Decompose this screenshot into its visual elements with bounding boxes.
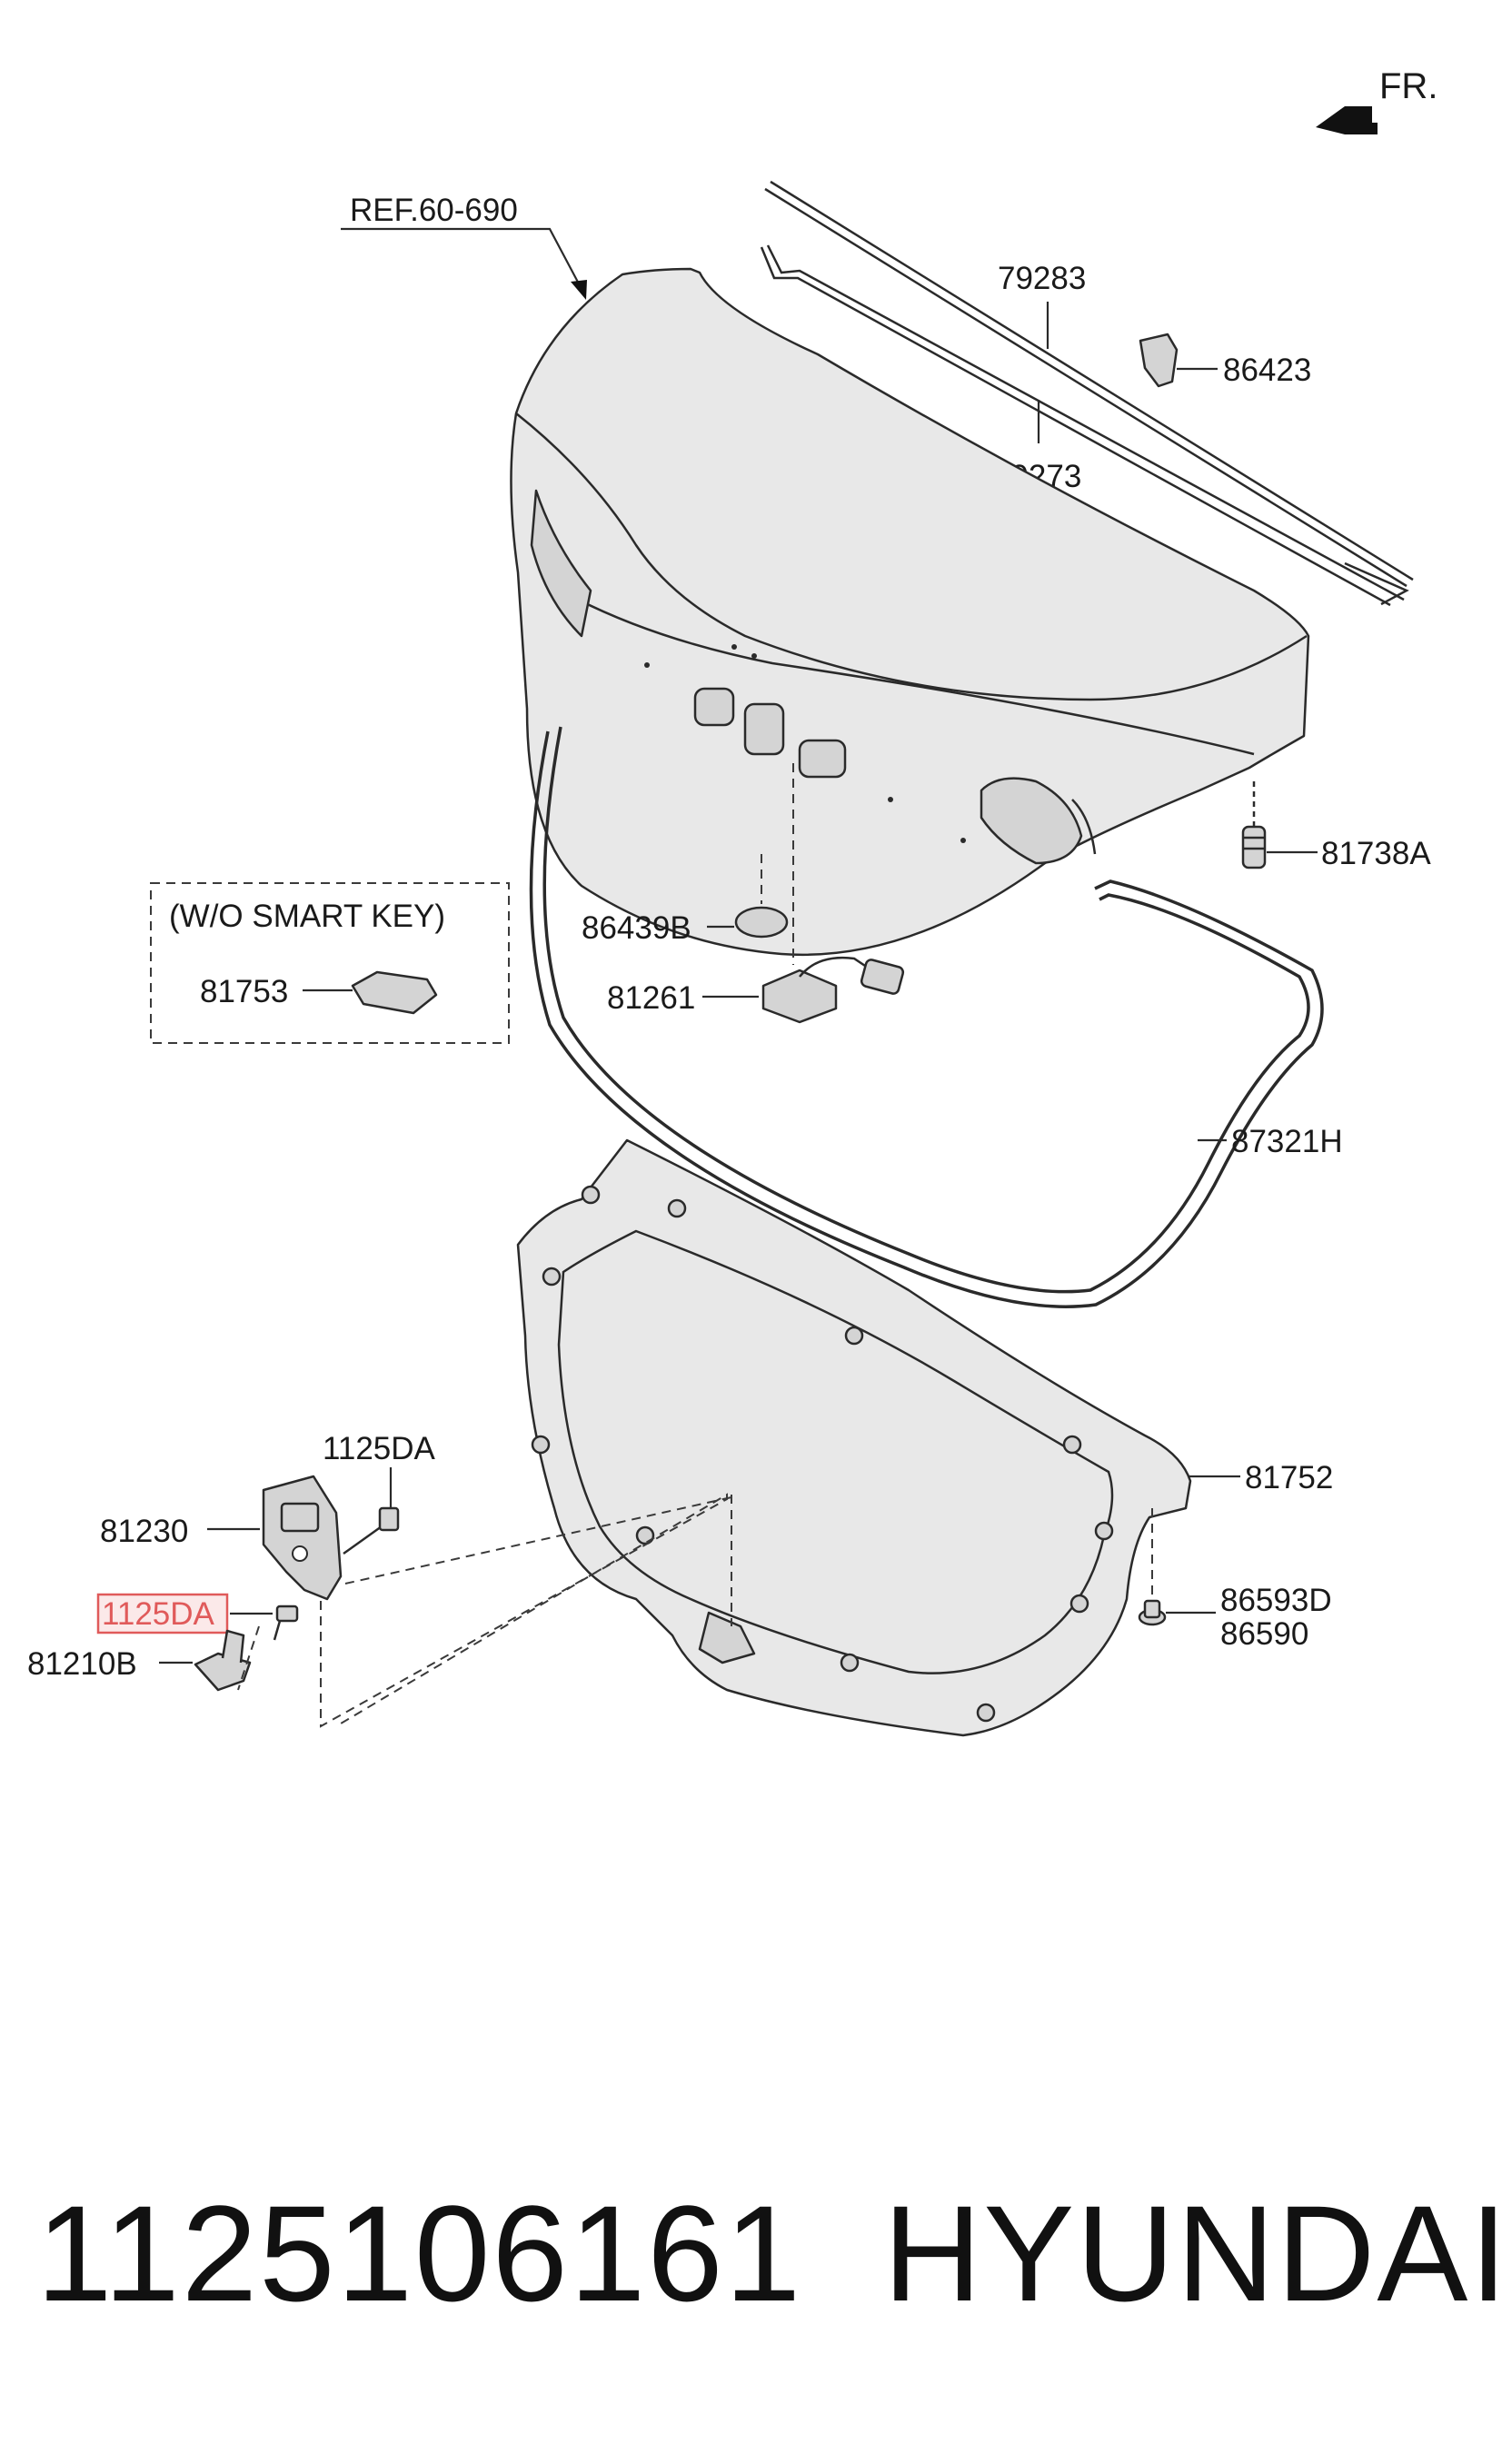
- garnish-81753-icon: [351, 970, 438, 1015]
- front-direction-label: FR.: [1379, 66, 1437, 106]
- dash-81210B: [237, 1625, 260, 1691]
- striker-81210B-icon: [194, 1629, 252, 1692]
- clip-86423-icon: [1139, 333, 1179, 388]
- ref-leader: [341, 227, 582, 290]
- label-87321H: 87321H: [1231, 1124, 1343, 1159]
- parts-diagram: FR. REF.60-690 79283 79273 86423: [27, 66, 1437, 1737]
- label-86593D: 86593D: [1220, 1583, 1332, 1618]
- weatherstrip-87321H: [529, 726, 1324, 1308]
- label-81753: 81753: [200, 974, 288, 1009]
- bolt-1125DA-top-icon: [343, 1506, 400, 1555]
- label-81738A: 81738A: [1321, 836, 1431, 871]
- brand-name: HYUNDAI: [883, 2177, 1502, 2330]
- fastener-86593D-icon: [1138, 1599, 1167, 1626]
- trunk-lid-rods: [760, 180, 1414, 607]
- label-81752: 81752: [1245, 1460, 1333, 1495]
- part-number: 1125106161: [36, 2177, 803, 2330]
- label-1125DA-top: 1125DA: [323, 1431, 436, 1466]
- trunk-lid: [510, 267, 1310, 956]
- footer: 1125106161 HYUNDAI: [0, 2176, 1502, 2358]
- label-86423: 86423: [1223, 353, 1311, 388]
- highlight-box: [96, 1593, 229, 1634]
- switch-81261-icon: [761, 957, 905, 1024]
- label-81210B: 81210B: [27, 1646, 137, 1682]
- bolt-1125DA-highlighted-icon: [273, 1605, 299, 1641]
- latch-81230-icon: [262, 1475, 343, 1601]
- label-86590: 86590: [1220, 1616, 1308, 1652]
- ref-arrowhead-icon: [571, 280, 587, 300]
- front-direction-arrow-icon: [1316, 106, 1378, 134]
- label-86439B: 86439B: [582, 910, 691, 946]
- latch-mount-dashline-2: [344, 1496, 732, 1585]
- label-1125DA-highlighted: 1125DA: [102, 1596, 215, 1632]
- plug-86439B-icon: [734, 906, 789, 939]
- label-81230: 81230: [100, 1514, 188, 1549]
- label-79283: 79283: [998, 261, 1086, 296]
- label-81261: 81261: [607, 980, 695, 1016]
- bumper-81738A-icon: [1241, 781, 1267, 869]
- smart-key-group-box: [150, 882, 510, 1044]
- smart-key-group-label: (W/O SMART KEY): [169, 899, 445, 934]
- trunk-trim-81752: [516, 1138, 1192, 1737]
- ref-label: REF.60-690: [350, 193, 518, 228]
